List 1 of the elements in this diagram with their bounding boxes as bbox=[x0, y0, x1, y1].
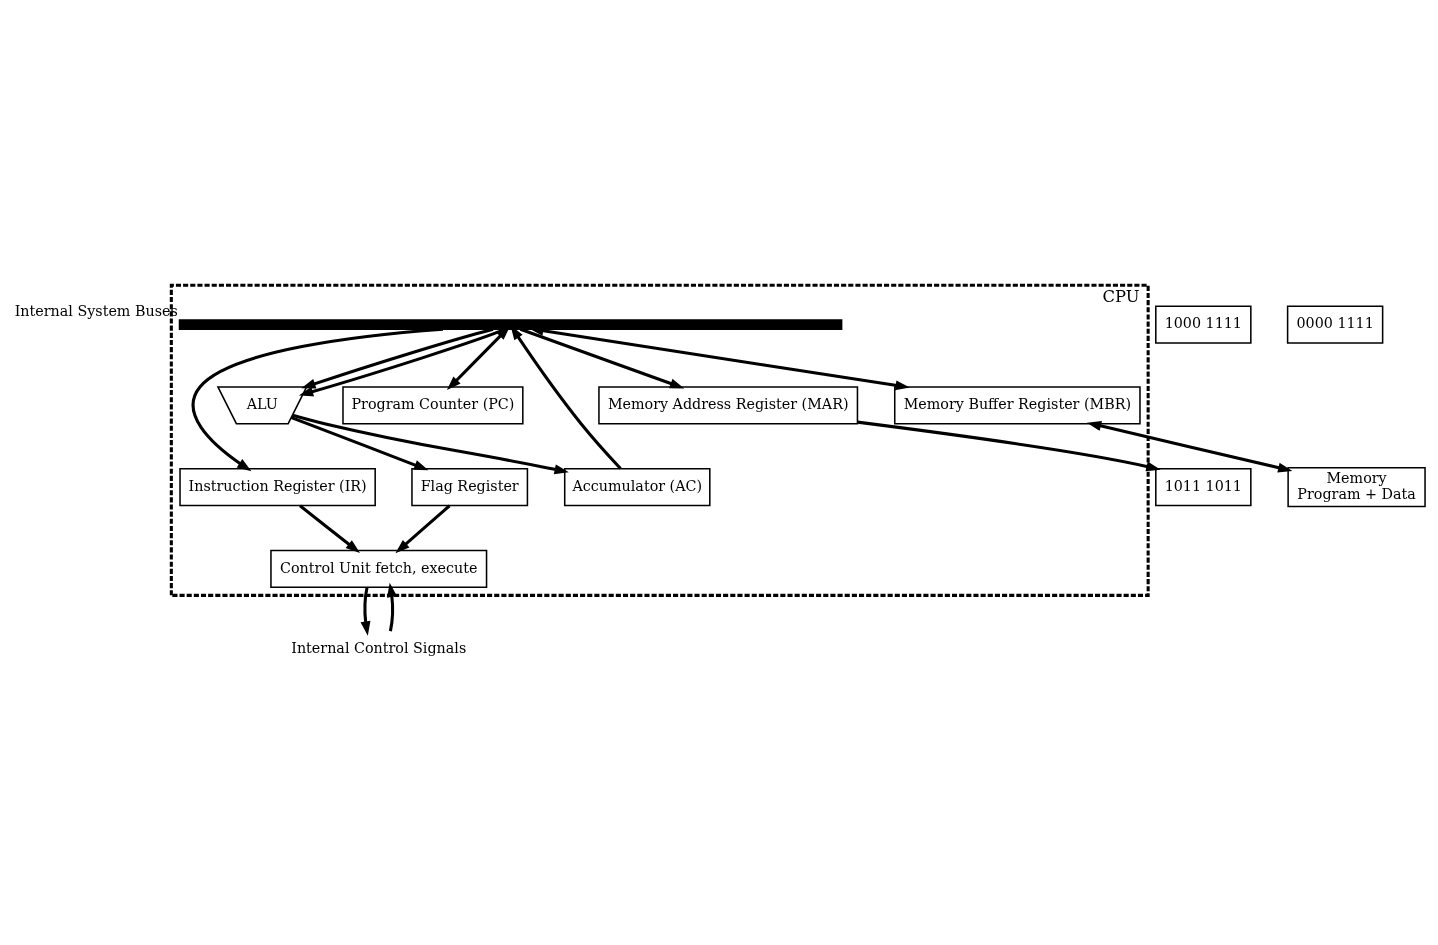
node-text: Internal Control Signals bbox=[291, 640, 467, 657]
